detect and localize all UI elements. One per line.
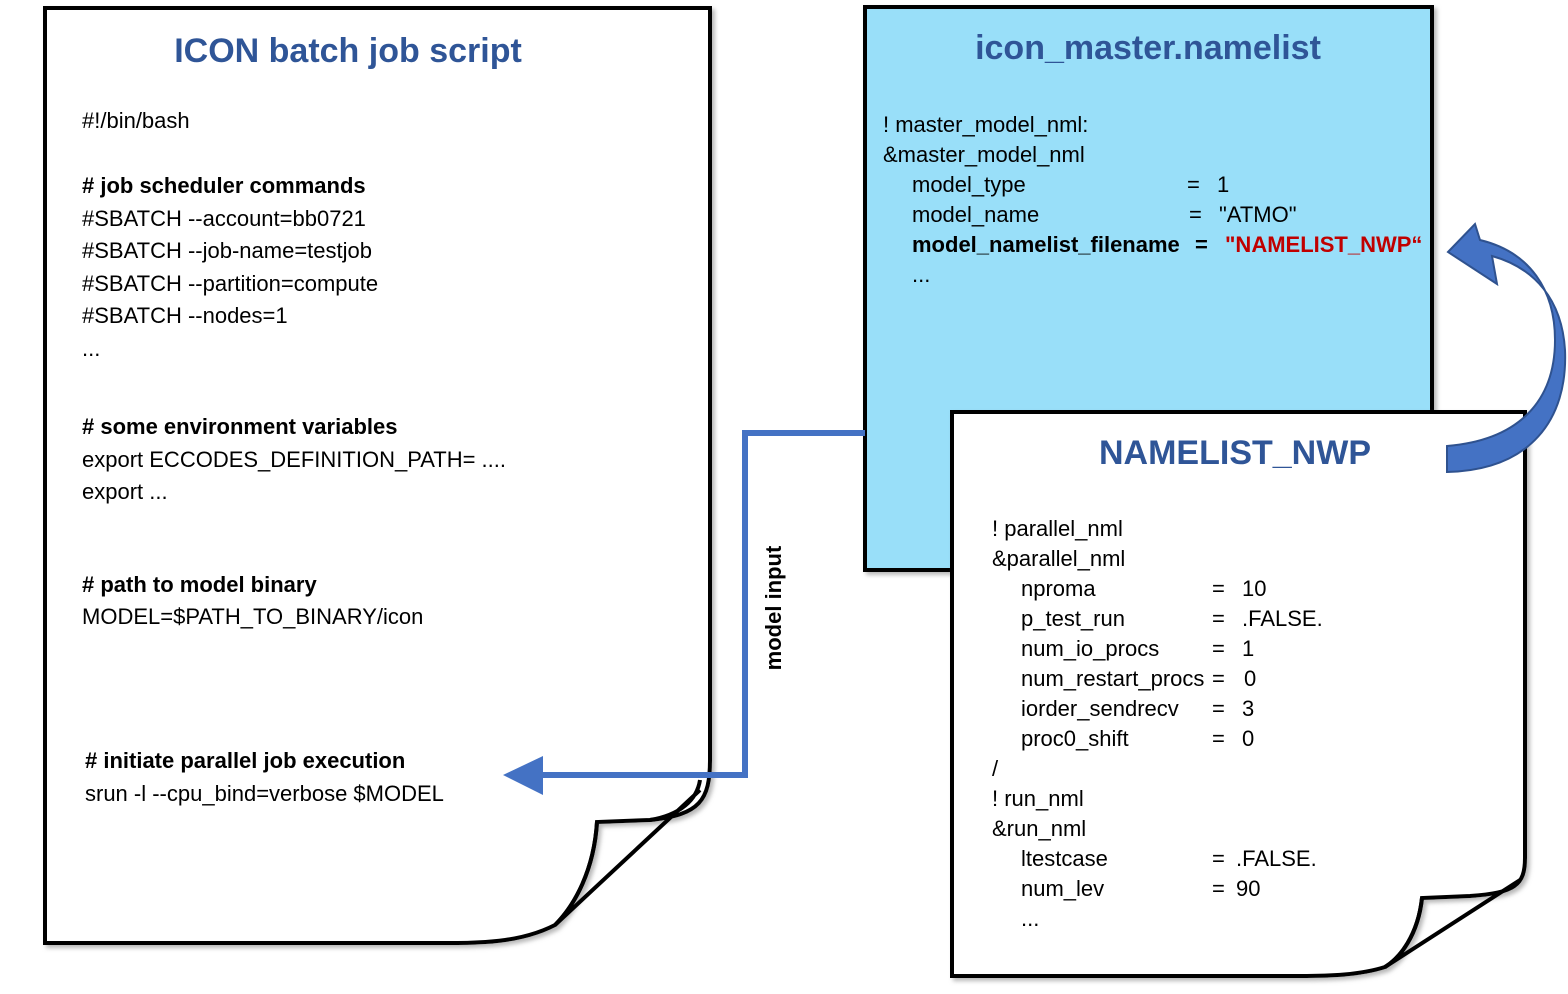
binary-heading: # path to model binary xyxy=(82,572,317,597)
entry-key: model_name xyxy=(912,202,1039,227)
namelist-end: / xyxy=(992,756,999,781)
code-line: #SBATCH --partition=compute xyxy=(82,271,378,296)
arrowhead-icon xyxy=(503,756,543,795)
exec-heading: # initiate parallel job execution xyxy=(85,748,405,773)
nwp-namelist-document: NAMELIST_NWP ! parallel_nml &parallel_nm… xyxy=(950,410,1527,978)
entry-key: num_lev xyxy=(1021,876,1104,901)
page-curl xyxy=(553,779,702,927)
entry-eq: = xyxy=(1187,172,1200,197)
entry-key: model_type xyxy=(912,172,1026,197)
entry-value: 1 xyxy=(1242,636,1254,661)
namelist-group: &parallel_nml xyxy=(992,546,1125,571)
entry-eq: = xyxy=(1212,846,1225,871)
code-line: #SBATCH --account=bb0721 xyxy=(82,206,366,231)
code-line: #SBATCH --nodes=1 xyxy=(82,303,288,328)
entry-value: 1 xyxy=(1217,172,1229,197)
env-heading: # some environment variables xyxy=(82,414,397,439)
curved-arrow-icon xyxy=(1446,222,1567,474)
entry-eq: = xyxy=(1212,576,1225,601)
shebang: #!/bin/bash xyxy=(82,108,190,133)
ellipsis: ... xyxy=(912,262,930,287)
master-namelist-title: icon_master.namelist xyxy=(975,29,1321,67)
batch-script-document: ICON batch job script #!/bin/bash # job … xyxy=(43,6,712,945)
namelist-comment: ! master_model_nml: xyxy=(883,112,1088,137)
batch-script-title: ICON batch job script xyxy=(174,32,522,70)
entry-value: 0 xyxy=(1242,726,1254,751)
code-line: srun -l --cpu_bind=verbose $MODEL xyxy=(85,781,444,806)
entry-value-highlight: "NAMELIST_NWP“ xyxy=(1225,232,1422,257)
connector-line xyxy=(540,430,865,778)
namelist-comment: ! run_nml xyxy=(992,786,1084,811)
entry-eq: = xyxy=(1212,696,1225,721)
entry-eq: = xyxy=(1212,606,1225,631)
ellipsis: ... xyxy=(1021,906,1039,931)
entry-key: iorder_sendrecv xyxy=(1021,696,1179,721)
code-line: export ECCODES_DEFINITION_PATH= .... xyxy=(82,447,506,472)
entry-value: 3 xyxy=(1242,696,1254,721)
entry-key: ltestcase xyxy=(1021,846,1108,871)
code-line: #SBATCH --job-name=testjob xyxy=(82,238,372,263)
entry-eq: = xyxy=(1212,726,1225,751)
entry-key: p_test_run xyxy=(1021,606,1125,631)
entry-key: model_namelist_filename xyxy=(912,232,1180,257)
scheduler-heading: # job scheduler commands xyxy=(82,173,366,198)
entry-key: nproma xyxy=(1021,576,1096,601)
entry-eq: = xyxy=(1212,666,1225,691)
entry-key: num_restart_procs xyxy=(1021,666,1204,691)
namelist-group: &master_model_nml xyxy=(883,142,1085,167)
connector-label: model input xyxy=(761,545,786,670)
entry-eq: = xyxy=(1212,876,1225,901)
entry-value: .FALSE. xyxy=(1242,606,1323,631)
entry-value: 0 xyxy=(1244,666,1256,691)
entry-key: proc0_shift xyxy=(1021,726,1129,751)
entry-eq: = xyxy=(1212,636,1225,661)
namelist-group: &run_nml xyxy=(992,816,1086,841)
code-line: ... xyxy=(82,336,100,361)
page-curl xyxy=(1383,878,1522,969)
namelist-comment: ! parallel_nml xyxy=(992,516,1123,541)
entry-value: 90 xyxy=(1236,876,1260,901)
code-line: MODEL=$PATH_TO_BINARY/icon xyxy=(82,604,423,629)
nwp-namelist-title: NAMELIST_NWP xyxy=(1099,434,1371,472)
entry-eq: = xyxy=(1189,202,1202,227)
entry-value: "ATMO" xyxy=(1219,202,1297,227)
entry-value: .FALSE. xyxy=(1236,846,1317,871)
code-line: export ... xyxy=(82,479,168,504)
entry-value: 10 xyxy=(1242,576,1266,601)
model-input-connector: model input xyxy=(503,430,865,795)
entry-key: num_io_procs xyxy=(1021,636,1159,661)
entry-eq: = xyxy=(1195,232,1208,257)
